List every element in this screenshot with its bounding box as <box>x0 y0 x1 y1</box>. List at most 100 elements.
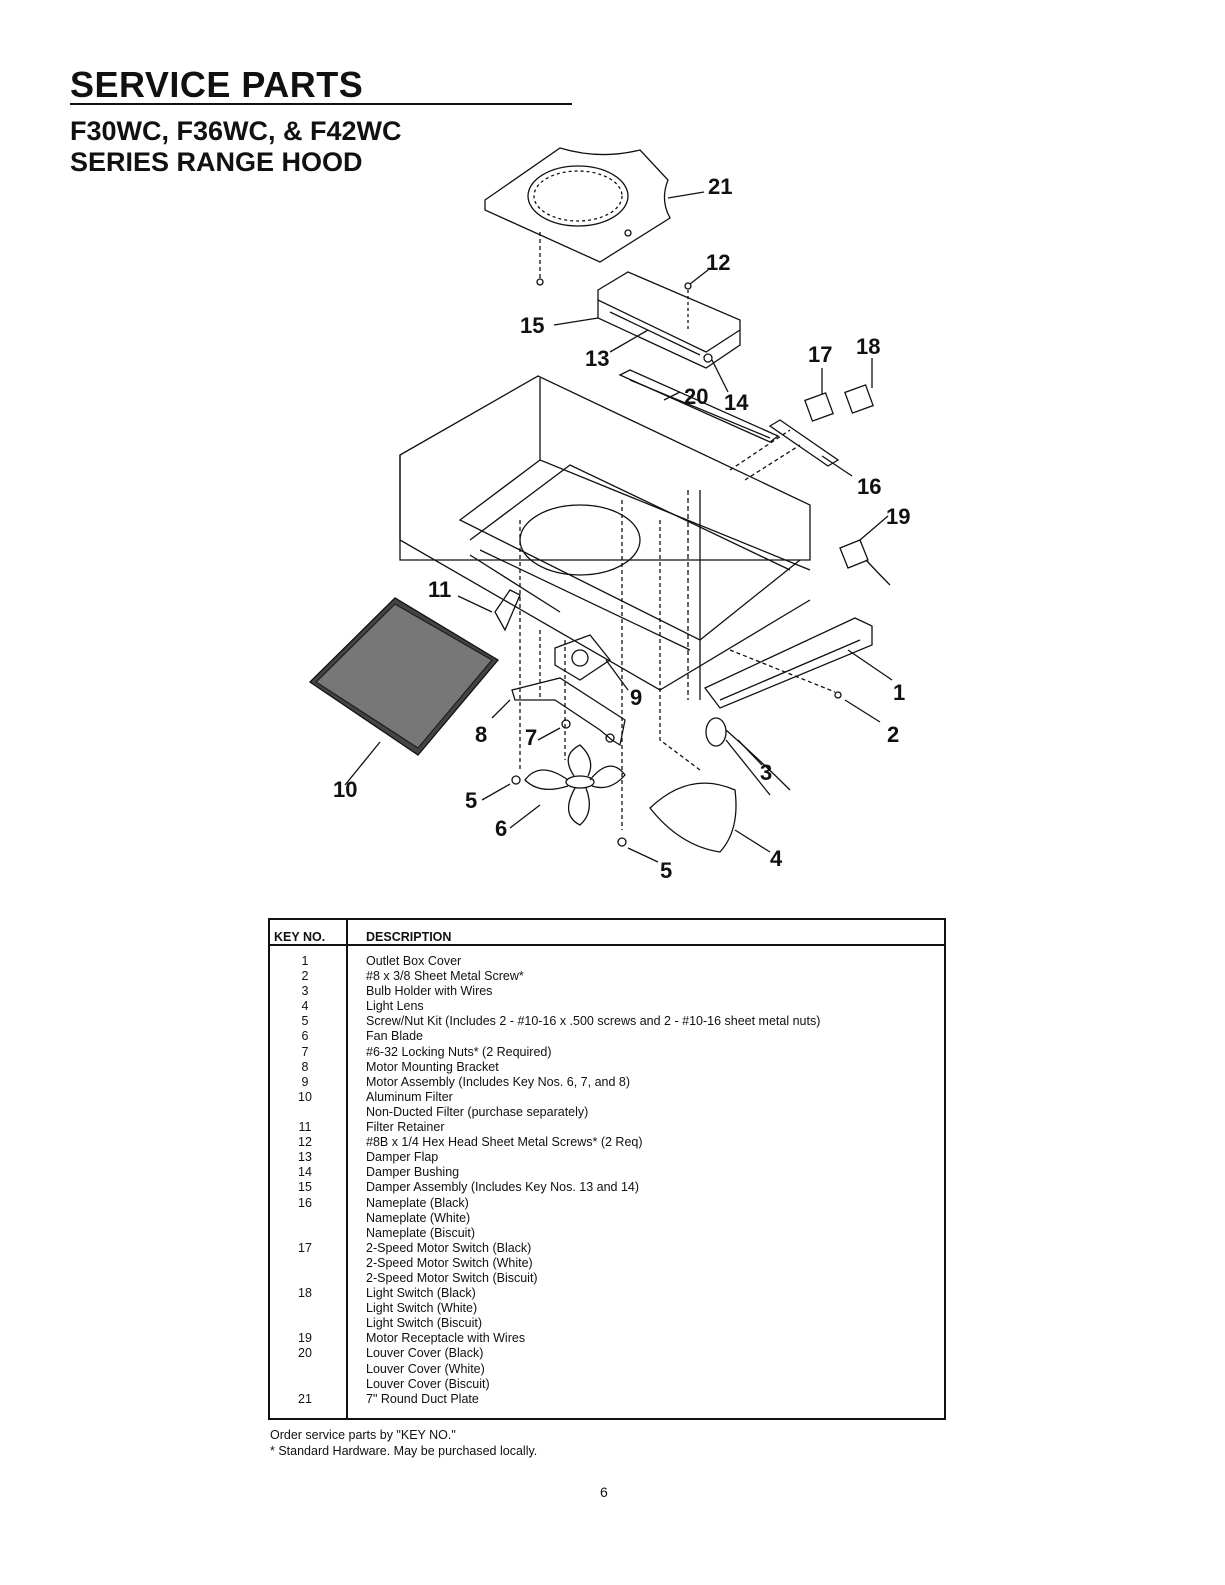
callout-18: 18 <box>856 334 880 359</box>
title-underline <box>70 103 572 105</box>
key-no: 13 <box>298 1150 312 1165</box>
table-row: Non-Ducted Filter (purchase separately) <box>270 1105 944 1120</box>
callout-16: 16 <box>857 474 881 499</box>
column-header-description: DESCRIPTION <box>366 930 452 944</box>
table-row: Louver Cover (White) <box>270 1362 944 1377</box>
part-description: 7" Round Duct Plate <box>366 1391 479 1406</box>
exploded-parts-diagram: 21 12 15 13 17 18 20 14 16 19 11 1 9 2 8… <box>308 147 910 883</box>
part-description: Motor Receptacle with Wires <box>366 1331 526 1346</box>
damper-assembly-drawing <box>597 271 741 369</box>
table-row: 7#6-32 Locking Nuts* (2 Required) <box>270 1045 944 1060</box>
outlet-box-cover-drawing <box>703 617 893 723</box>
callout-9: 9 <box>630 685 642 710</box>
subtitle-line-1: F30WC, F36WC, & F42WC <box>70 116 402 146</box>
table-row: 12 #8B x 1/4 Hex Head Sheet Metal Screws*… <box>270 1135 944 1150</box>
table-row: 13 Damper Flap <box>270 1150 944 1165</box>
table-row: Light Switch (Biscuit) <box>270 1316 944 1331</box>
callout-12: 12 <box>706 250 730 275</box>
part-description: Light Switch (White) <box>366 1301 478 1316</box>
page-subtitle: F30WC, F36WC, & F42WC SERIES RANGE HOOD <box>70 116 402 178</box>
key-no: 16 <box>298 1195 312 1210</box>
table-row: 2-Speed Motor Switch (White) <box>270 1256 944 1271</box>
part-description: Fan Blade <box>366 1029 423 1044</box>
key-no: 5 <box>301 1014 309 1029</box>
part-description: Bulb Holder with Wires <box>366 984 493 999</box>
table-row: 18 Light Switch (Black) <box>270 1286 944 1301</box>
range-hood-body-drawing <box>399 375 811 771</box>
key-no: 19 <box>298 1331 312 1346</box>
part-description: 2-Speed Motor Switch (Biscuit) <box>366 1270 538 1285</box>
header-rule <box>270 944 944 946</box>
callout-21: 21 <box>708 174 732 199</box>
page-title: SERVICE PARTS <box>70 64 364 105</box>
callout-1: 1 <box>893 680 905 705</box>
table-row: 8 Motor Mounting Bracket <box>270 1060 944 1075</box>
table-row: 2-Speed Motor Switch (Biscuit) <box>270 1271 944 1286</box>
key-no: 11 <box>298 1120 312 1135</box>
callout-7: 7 <box>525 725 537 750</box>
part-description: Louver Cover (Biscuit) <box>366 1376 490 1391</box>
key-no: 18 <box>298 1286 312 1301</box>
switches-drawing <box>729 358 874 481</box>
part-description: Outlet Box Cover <box>366 954 462 968</box>
part-description: Nameplate (Biscuit) <box>366 1225 476 1240</box>
part-description: 2-Speed Motor Switch (Black) <box>366 1240 532 1255</box>
part-description: Damper Bushing <box>366 1165 460 1180</box>
table-row: 14 Damper Bushing <box>270 1165 944 1180</box>
part-description: Light Switch (Biscuit) <box>366 1316 483 1331</box>
part-description: Aluminum Filter <box>366 1089 453 1104</box>
table-row: 2 #8 x 3/8 Sheet Metal Screw* <box>270 969 944 984</box>
key-no: 15 <box>298 1180 312 1195</box>
key-no: 12 <box>298 1135 312 1150</box>
part-description: Nameplate (White) <box>366 1210 471 1225</box>
callout-11: 11 <box>428 577 451 602</box>
callout-20: 20 <box>684 384 708 409</box>
callout-19: 19 <box>886 504 910 529</box>
duct-plate-drawing <box>484 147 671 286</box>
key-no: 2 <box>301 969 309 984</box>
part-description: Nameplate (Black) <box>366 1195 469 1210</box>
callout-5-upper: 5 <box>465 788 477 813</box>
part-description: Louver Cover (White) <box>366 1361 485 1376</box>
part-description: Motor Mounting Bracket <box>366 1059 499 1074</box>
part-description: Damper Flap <box>366 1150 439 1165</box>
part-description: Louver Cover (Black) <box>366 1346 484 1361</box>
table-row: 11 Filter Retainer <box>270 1120 944 1135</box>
table-row: 20 Louver Cover (Black) <box>270 1346 944 1361</box>
subtitle-line-2: SERIES RANGE HOOD <box>70 147 363 177</box>
callout-10: 10 <box>333 777 357 802</box>
table-row: Louver Cover (Biscuit) <box>270 1377 944 1392</box>
key-no: 9 <box>301 1074 309 1089</box>
table-row: Nameplate (White) <box>270 1211 944 1226</box>
key-no: 8 <box>301 1059 309 1074</box>
callout-2: 2 <box>887 722 899 747</box>
part-description: Light Switch (Black) <box>366 1286 476 1301</box>
callout-3: 3 <box>760 760 772 785</box>
column-divider <box>346 920 348 1418</box>
key-no: 14 <box>298 1165 312 1180</box>
part-description: Screw/Nut Kit (Includes 2 - #10-16 x .50… <box>366 1014 821 1029</box>
part-description: Filter Retainer <box>366 1120 445 1135</box>
key-no: 20 <box>298 1346 312 1361</box>
table-row: 5 Screw/Nut Kit (Includes 2 - #10-16 x .5… <box>270 1014 944 1029</box>
column-header-key-no: KEY NO. <box>274 930 326 944</box>
part-description: #8B x 1/4 Hex Head Sheet Metal Screws* (… <box>366 1135 643 1150</box>
part-description: #8 x 3/8 Sheet Metal Screw* <box>366 969 524 984</box>
callout-15: 15 <box>520 313 544 338</box>
callout-6: 6 <box>495 816 507 841</box>
callout-13: 13 <box>585 346 609 371</box>
part-description: Non-Ducted Filter (purchase separately) <box>366 1104 589 1119</box>
aluminum-filter-drawing <box>308 597 499 786</box>
callout-14: 14 <box>724 390 749 415</box>
louver-cover-drawing <box>618 369 780 443</box>
filter-retainer-drawing <box>457 589 521 632</box>
light-assembly-drawing <box>649 515 891 853</box>
